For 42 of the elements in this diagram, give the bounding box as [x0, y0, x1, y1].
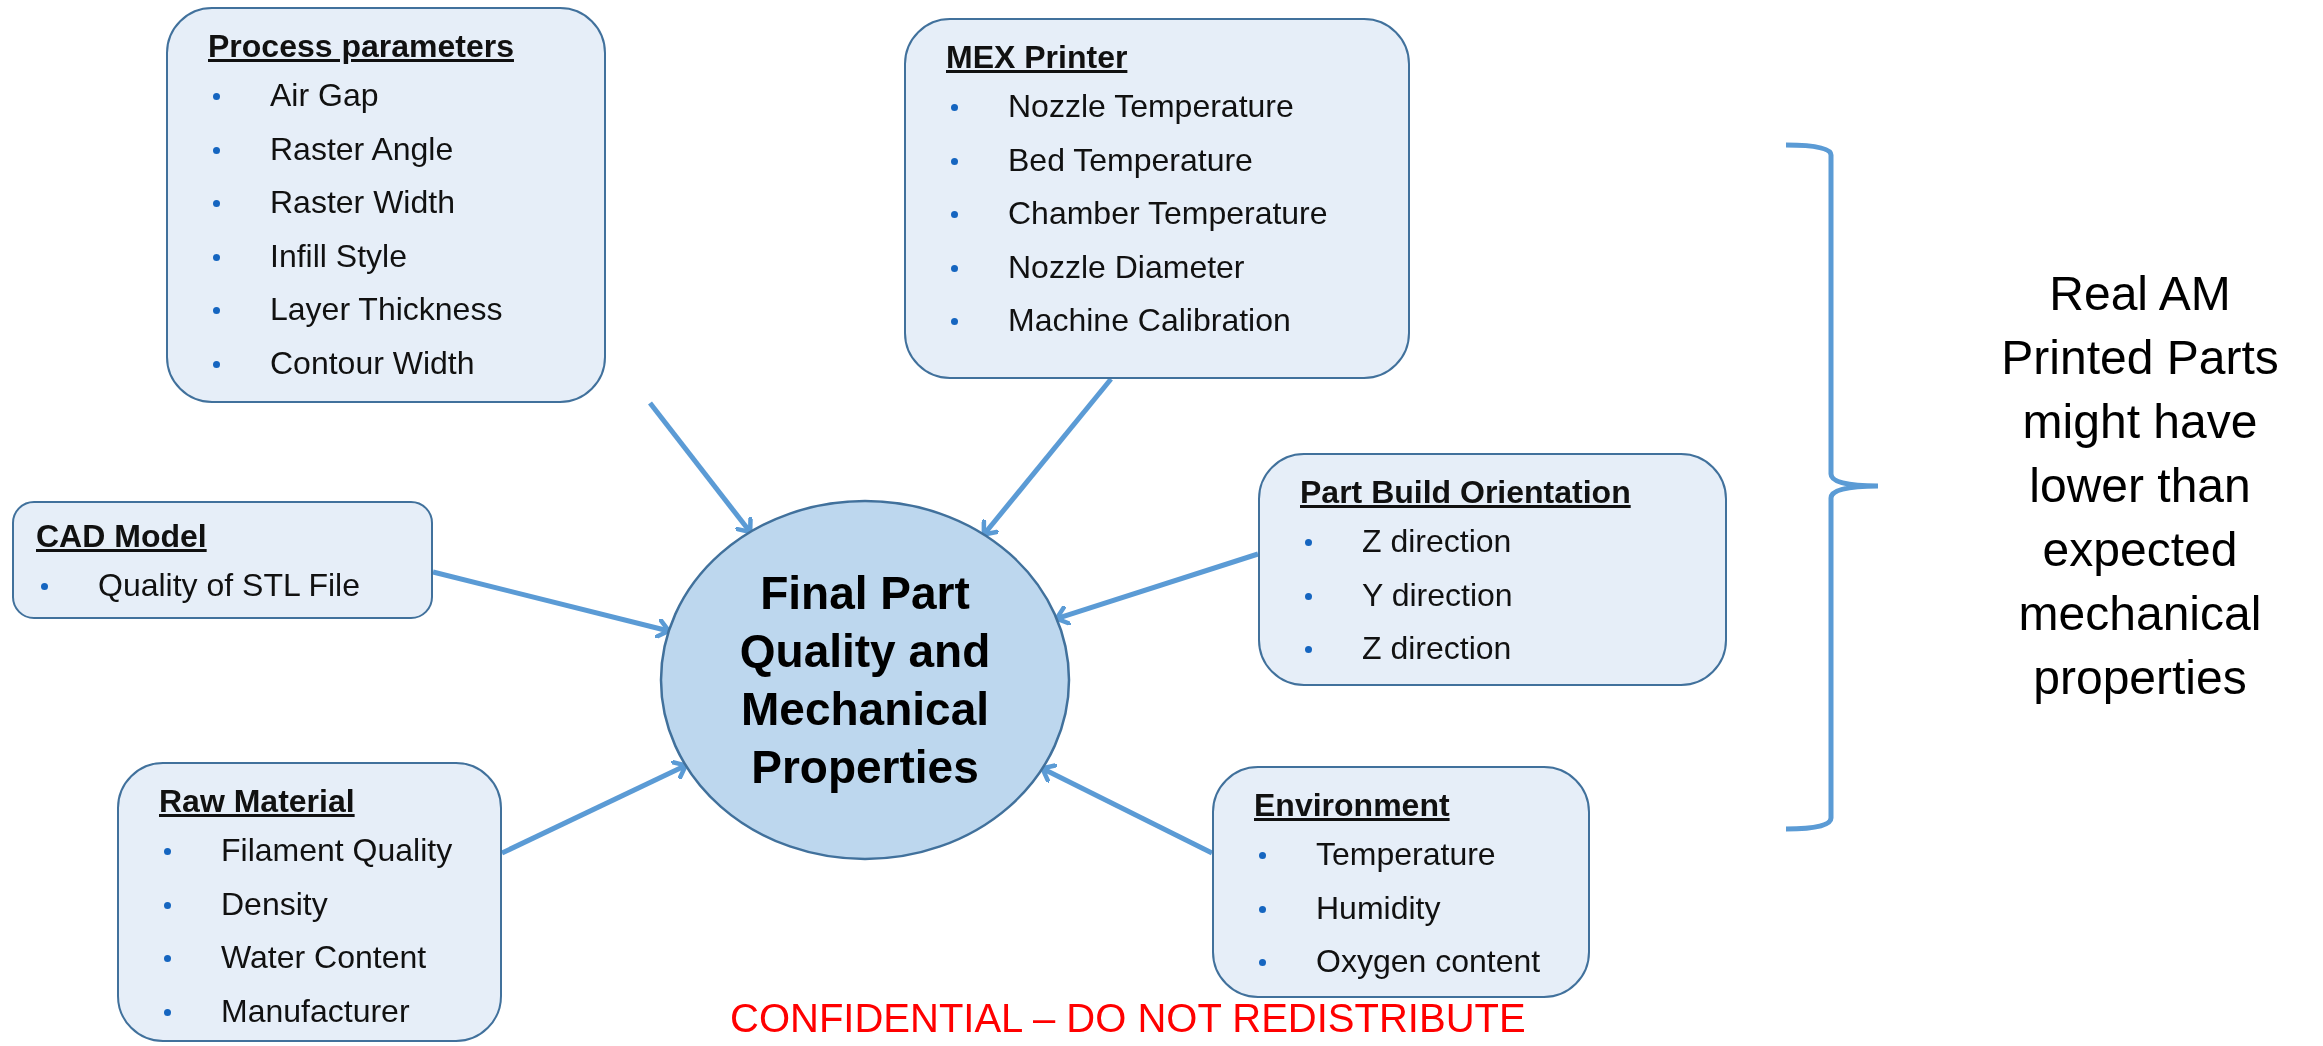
list-item: Water Content: [221, 939, 427, 975]
list-item: Humidity: [1316, 889, 1441, 926]
list-item: Density: [221, 885, 328, 922]
rounded-box: [12, 501, 433, 619]
rounded-box: [117, 762, 502, 1042]
arrow: [648, 401, 753, 535]
rounded-box: [1258, 453, 1727, 686]
arrow: [500, 759, 688, 856]
rounded-box: [904, 18, 1410, 379]
arrow: [981, 377, 1113, 537]
node-title: Final Part Quality and Mechanical Properties: [738, 566, 992, 795]
arrow: [1040, 763, 1214, 856]
list-item: Layer Thickness: [270, 291, 503, 327]
box-heading: CAD Model: [36, 517, 208, 556]
list-item: Z direction: [1362, 523, 1512, 559]
list-item: Raster Angle: [270, 130, 454, 167]
list-item: Oxygen content: [1316, 943, 1541, 979]
box-heading: Raw Material: [159, 782, 356, 821]
box-heading: MEX Printer: [946, 38, 1129, 77]
list-item: Raster Width: [270, 184, 455, 220]
box-heading: Process parameters: [208, 27, 515, 66]
list-item: Air Gap: [270, 77, 379, 113]
list-item: Nozzle Diameter: [1008, 248, 1245, 285]
list-item: Quality of STL File: [98, 567, 360, 603]
list-item: Machine Calibration: [1008, 302, 1291, 338]
list-item: Filament Quality: [221, 832, 453, 868]
rounded-box: [166, 7, 606, 403]
list-item: Manufacturer: [221, 992, 410, 1029]
list-item: Bed Temperature: [1008, 141, 1253, 178]
list-item: Contour Width: [270, 344, 475, 381]
list-item: Chamber Temperature: [1008, 195, 1328, 231]
list-item: Z direction: [1362, 630, 1512, 666]
arrow: [1054, 551, 1259, 627]
list-item: Y direction: [1362, 576, 1513, 613]
list-item: Infill Style: [270, 237, 407, 274]
rounded-box: [1212, 766, 1590, 998]
box-heading: Environment: [1254, 786, 1451, 825]
confidential-notice: CONFIDENTIAL – DO NOT REDISTRIBUTE: [730, 996, 1526, 1041]
side-note: Real AM Printed Parts might have lower than expected mechanical properties: [2000, 266, 2280, 706]
list-item: Nozzle Temperature: [1008, 88, 1294, 124]
box-heading: Part Build Orientation: [1300, 473, 1632, 512]
list-item: Temperature: [1316, 836, 1496, 872]
